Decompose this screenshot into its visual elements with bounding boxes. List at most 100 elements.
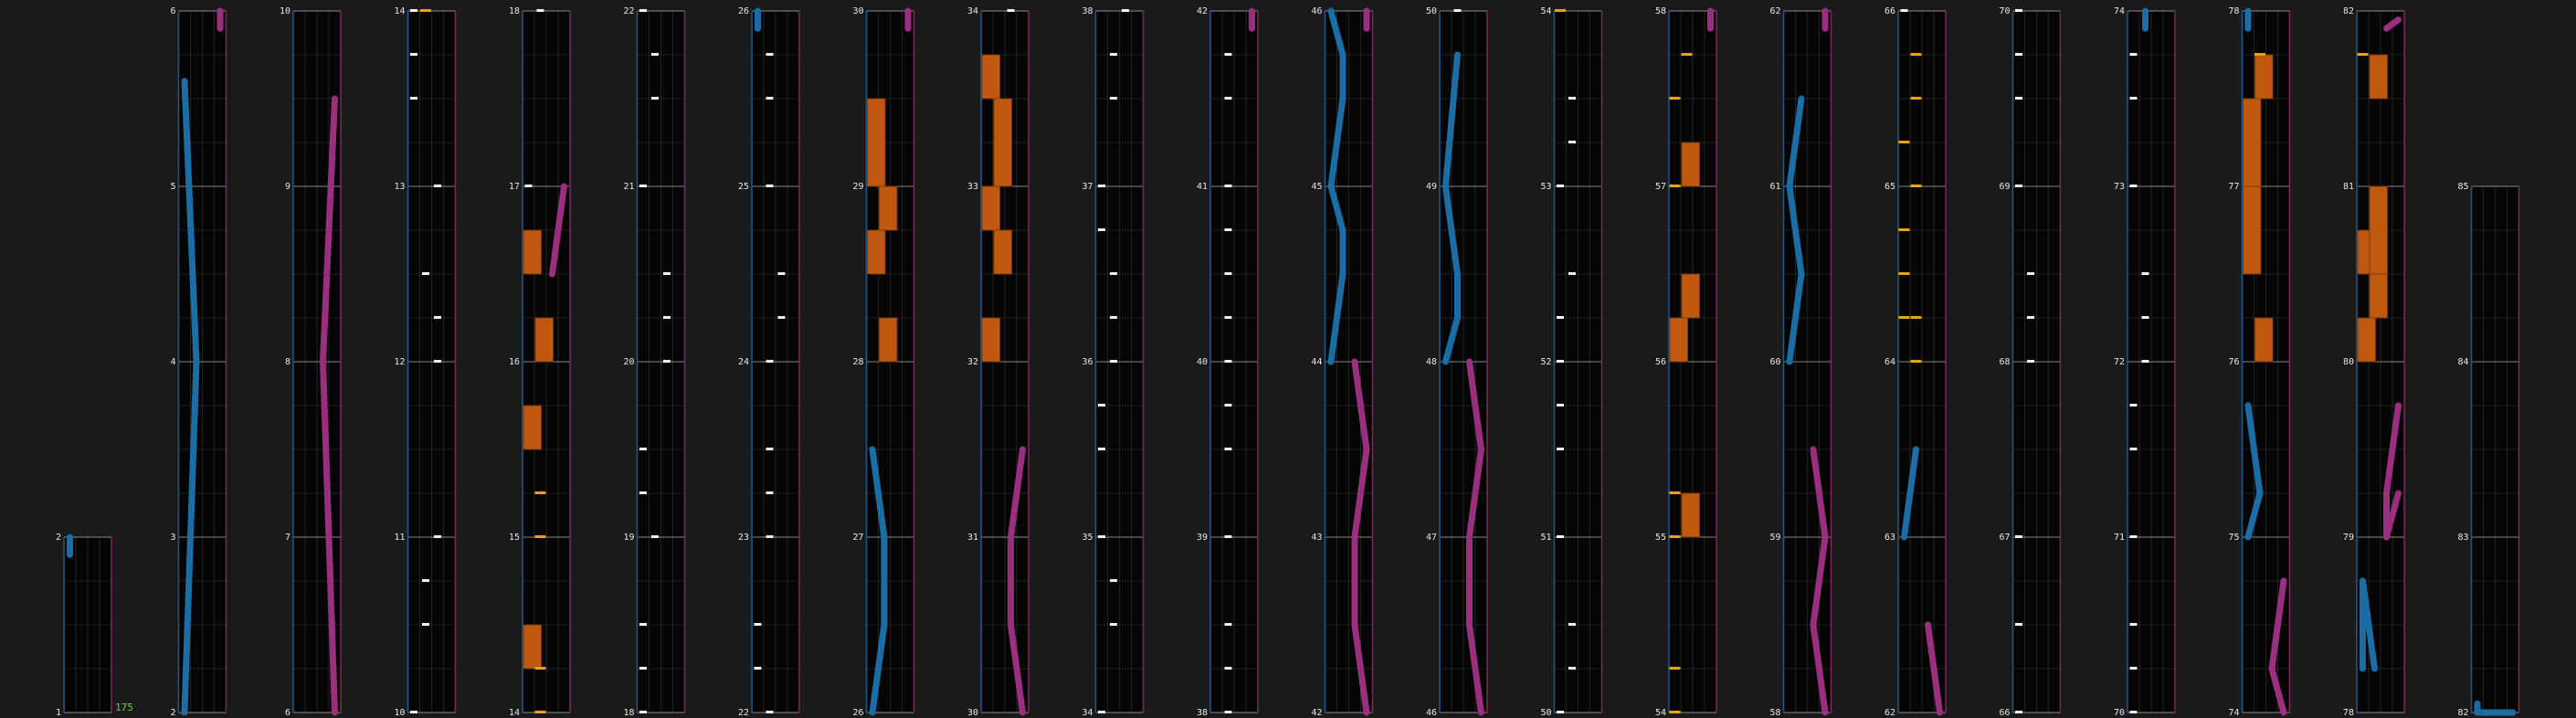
tap-note xyxy=(1224,97,1232,100)
beat-number: 63 xyxy=(1884,533,1895,543)
beat-number: 22 xyxy=(623,6,634,16)
beat-number: 81 xyxy=(2343,182,2354,192)
slide-note xyxy=(869,621,888,716)
tap-note xyxy=(434,360,441,363)
mine-note xyxy=(1669,97,1681,100)
mine-note xyxy=(1669,667,1681,670)
tap-note xyxy=(639,711,647,713)
tap-note xyxy=(1568,97,1576,100)
beat-number: 17 xyxy=(509,182,520,192)
tap-note xyxy=(536,9,544,12)
beat-number: 70 xyxy=(1999,6,2010,16)
tap-note xyxy=(1224,228,1232,231)
beat-number: 14 xyxy=(394,6,405,16)
hold-note xyxy=(879,185,898,231)
tap-note xyxy=(1557,535,1564,538)
tap-note xyxy=(1110,623,1117,626)
slide-note xyxy=(1901,446,1919,541)
beat-number: 65 xyxy=(1884,182,1895,192)
hold-note xyxy=(523,405,542,450)
tap-note xyxy=(2129,185,2138,187)
beat-number: 55 xyxy=(1655,533,1666,543)
hold-note xyxy=(1681,492,1700,538)
beat-number: 11 xyxy=(394,533,405,543)
tap-note xyxy=(410,9,417,12)
tap-note xyxy=(765,53,774,56)
beat-number: 16 xyxy=(509,357,520,367)
beat-number: 71 xyxy=(2114,533,2125,543)
mine-note xyxy=(2254,53,2265,56)
slide-note xyxy=(1351,358,1370,453)
beat-number: 5 xyxy=(170,182,175,192)
beat-number: 27 xyxy=(852,533,863,543)
beat-number: 48 xyxy=(1426,357,1437,367)
beat-number: 28 xyxy=(852,357,863,367)
slide-note xyxy=(320,358,338,716)
beat-number: 72 xyxy=(2114,357,2125,367)
beat-number: 13 xyxy=(394,182,405,192)
beat-number: 41 xyxy=(1197,182,1208,192)
tap-note xyxy=(2141,272,2149,275)
beat-number: 61 xyxy=(1769,182,1780,192)
beat-number: 44 xyxy=(1311,357,1322,367)
slide-note xyxy=(2268,577,2287,672)
beat-number: 6 xyxy=(170,6,175,16)
mine-note xyxy=(1898,228,1910,231)
slide-note xyxy=(2383,402,2402,497)
mine-note xyxy=(1669,711,1681,713)
beat-number: 3 xyxy=(170,533,175,543)
tap-note xyxy=(1557,711,1564,713)
beat-number: 51 xyxy=(1540,533,1551,543)
beat-number: 54 xyxy=(1655,708,1666,718)
tap-note xyxy=(1110,579,1117,582)
tap-note xyxy=(1224,272,1232,275)
tap-note xyxy=(1098,711,1105,713)
tap-note xyxy=(1557,360,1564,363)
mine-note xyxy=(534,667,546,670)
hold-note xyxy=(981,54,1000,100)
tap-note xyxy=(2027,360,2034,363)
hold-note xyxy=(2369,54,2388,100)
tap-note xyxy=(2129,667,2138,670)
slide-note xyxy=(1810,621,1829,716)
tap-note xyxy=(434,316,441,319)
beat-number: 76 xyxy=(2228,357,2239,367)
beat-number: 22 xyxy=(738,708,749,718)
tap-note xyxy=(410,97,417,100)
beat-number: 74 xyxy=(2228,708,2239,718)
tap-note xyxy=(1224,316,1232,319)
hold-note xyxy=(2369,185,2388,275)
tap-note xyxy=(651,97,659,100)
beat-number: 66 xyxy=(1884,6,1895,16)
mine-note xyxy=(1910,185,1922,187)
hold-note xyxy=(867,98,886,187)
slide-note xyxy=(181,78,200,365)
beat-number: 37 xyxy=(1082,182,1093,192)
tap-note xyxy=(2129,404,2138,407)
tap-note xyxy=(1224,185,1232,187)
beat-number: 80 xyxy=(2343,357,2354,367)
tap-note xyxy=(639,491,647,494)
hold-note xyxy=(523,624,542,670)
tap-note xyxy=(765,491,774,494)
tap-note xyxy=(422,272,429,275)
beat-number: 42 xyxy=(1197,6,1208,16)
slide-note xyxy=(1466,358,1484,453)
tap-note xyxy=(777,272,786,275)
tap-note xyxy=(1568,667,1576,670)
tap-note xyxy=(2129,711,2138,713)
beat-number: 50 xyxy=(1540,708,1551,718)
beat-number: 32 xyxy=(967,357,978,367)
mine-note xyxy=(1910,53,1922,56)
tap-note xyxy=(2129,535,2138,538)
tap-note xyxy=(1098,228,1105,231)
hold-note xyxy=(534,317,554,363)
slide-note xyxy=(1442,183,1461,278)
mine-note xyxy=(1910,360,1922,363)
